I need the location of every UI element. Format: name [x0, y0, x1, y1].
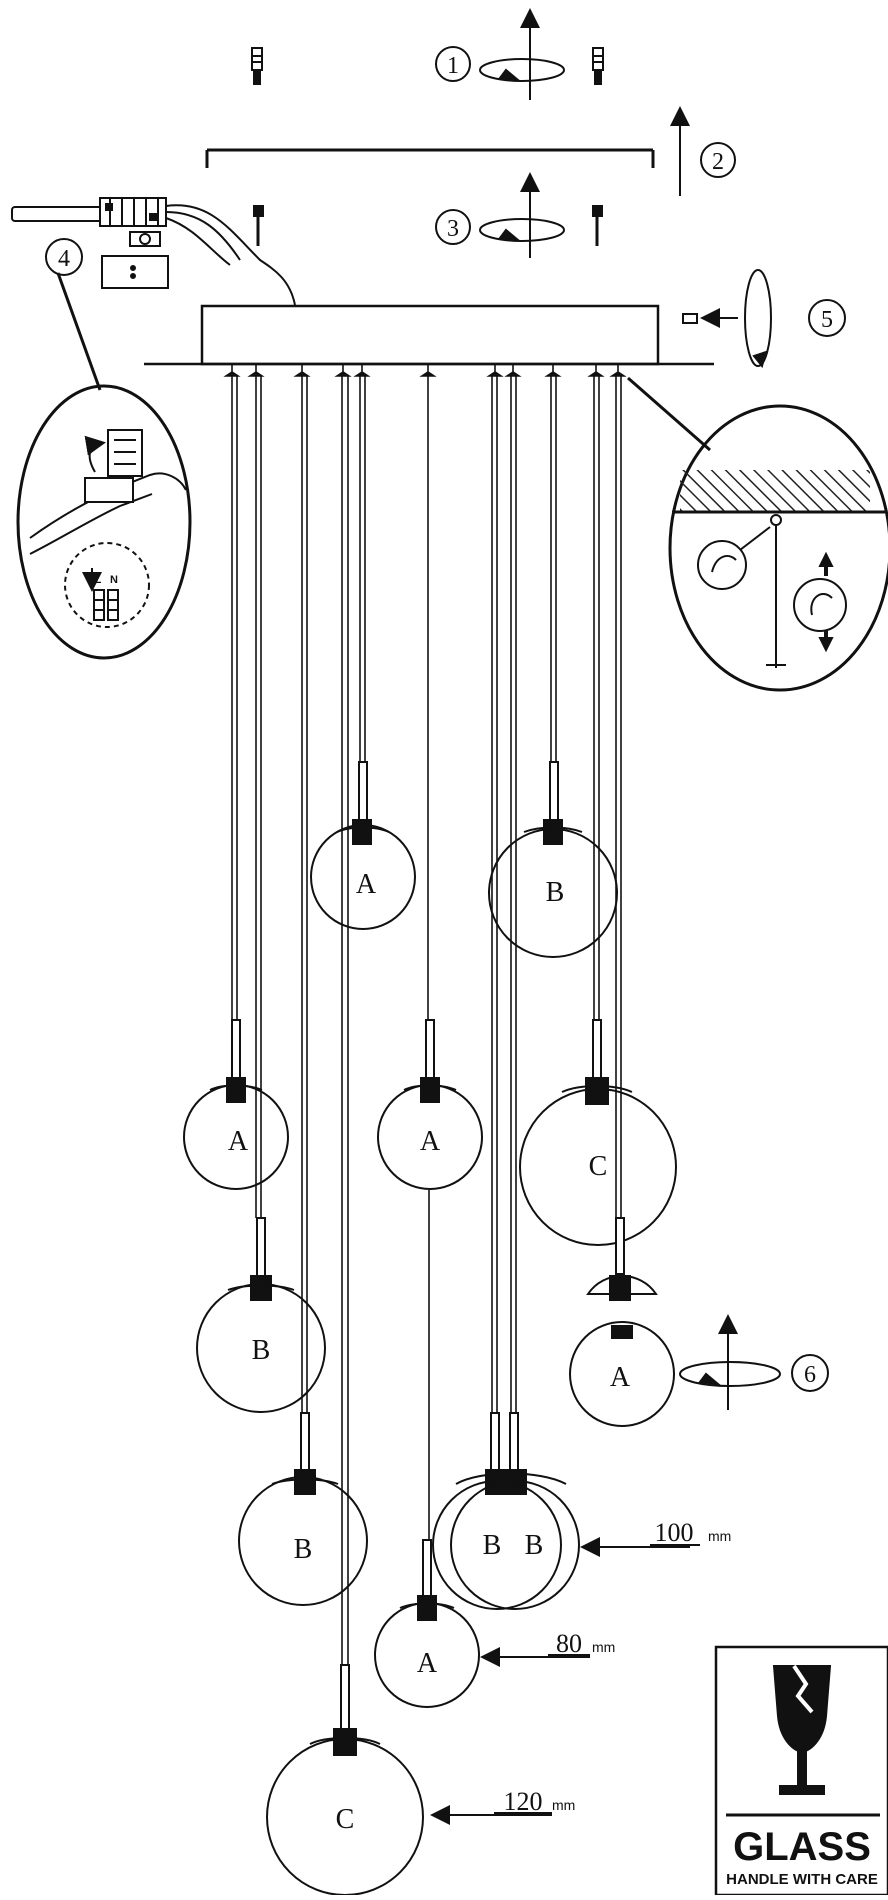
globe-label: C [336, 1804, 355, 1835]
dimension-value: 100 [655, 1518, 694, 1547]
globe-pendant [183, 1019, 289, 1190]
globe-label: A [610, 1362, 631, 1393]
connector-cover [101, 255, 169, 289]
glass-warning-title: GLASS [733, 1825, 871, 1869]
globe-label: B [252, 1335, 271, 1366]
step-3-badge [435, 209, 471, 245]
neutral-terminal-label: N [110, 574, 118, 586]
globe-pendant [569, 1321, 675, 1427]
globe-pendant [374, 1539, 480, 1708]
globe-label: A [228, 1126, 249, 1157]
globe-label: C [589, 1151, 608, 1182]
wall-anchor-icon [251, 47, 263, 85]
step-6-number: 6 [804, 1362, 816, 1388]
globe-label: A [417, 1648, 438, 1679]
globe-label: A [420, 1126, 441, 1157]
callout-line [627, 376, 711, 452]
rotate-arrow-icon [679, 1314, 781, 1410]
step-1-badge [435, 46, 471, 82]
globe-pendant [196, 1217, 326, 1413]
step-6-badge [791, 1354, 829, 1392]
globe-label: A [356, 869, 377, 900]
screw-icon [253, 205, 264, 246]
rotate-arrow-icon [479, 172, 565, 258]
globe-pendant [432, 1412, 580, 1610]
globe-pendant [266, 1664, 424, 1896]
dimension-value: 80 [556, 1629, 582, 1658]
height-adjust-detail-bubble [668, 404, 888, 692]
globe-pendant [586, 1217, 658, 1301]
step-2-number: 2 [712, 149, 724, 175]
step-1-number: 1 [447, 53, 459, 79]
dimension-unit: mm [708, 1528, 731, 1544]
globe-label: B [483, 1530, 502, 1561]
step-5-badge [808, 299, 846, 337]
suspension-cords [223, 364, 627, 1665]
ceiling-canopy [144, 304, 714, 366]
dimension-value: 120 [504, 1787, 543, 1816]
wall-anchor-icon [592, 47, 604, 85]
live-terminal-label: L [95, 574, 102, 586]
broken-glass-icon [772, 1664, 832, 1795]
wiring-detail-bubble [16, 384, 192, 660]
glass-warning-subtitle: HANDLE WITH CARE [726, 1871, 878, 1888]
dimension-unit: mm [552, 1797, 575, 1813]
globe-label: B [525, 1530, 544, 1561]
globe-pendant [310, 761, 416, 930]
glass-warning-label [714, 1645, 888, 1897]
terminal-block [11, 197, 296, 306]
step-5-number: 5 [821, 307, 833, 333]
mounting-bracket [205, 148, 655, 168]
screw-icon [592, 205, 603, 246]
globe-pendant [377, 1019, 483, 1190]
step-4-badge [45, 238, 83, 276]
globe-pendant [488, 761, 618, 958]
globe-pendant [519, 1019, 677, 1246]
callout-line [56, 272, 102, 391]
rotate-arrow-icon [479, 8, 565, 100]
step-2-badge [700, 142, 736, 178]
globe-label: B [546, 877, 565, 908]
globe-pendant [238, 1412, 368, 1606]
step-4-number: 4 [58, 246, 70, 272]
side-screw-icon [682, 269, 772, 369]
globe-label: B [294, 1534, 313, 1565]
step-3-number: 3 [447, 216, 459, 242]
dimension-unit: mm [592, 1639, 615, 1655]
